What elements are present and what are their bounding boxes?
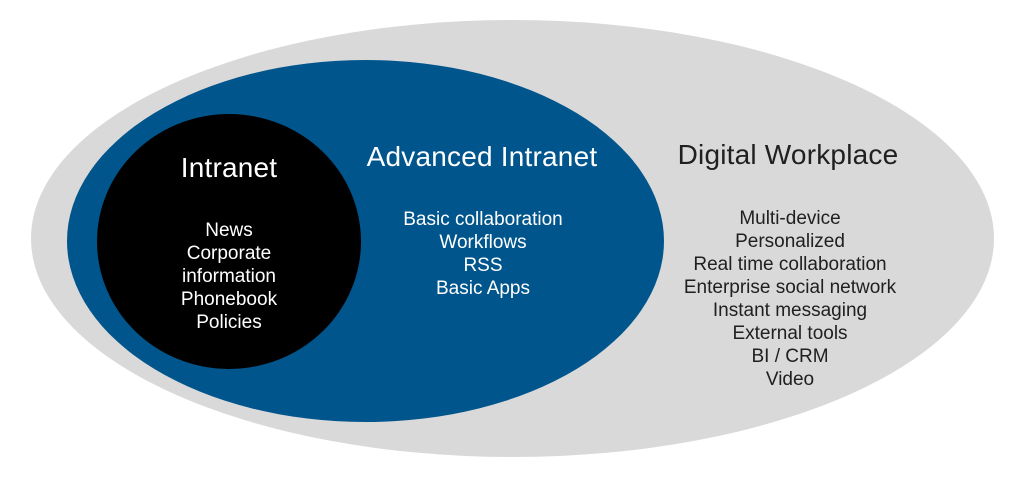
intranet-item: Policies [196,312,262,333]
digital-workplace-item: Personalized [735,231,845,252]
digital-workplace-item: Enterprise social network [683,277,897,298]
advanced-intranet-item: Basic Apps [436,278,530,299]
intranet-item: News [205,220,253,241]
intranet-items: News Corporate information Phonebook Pol… [164,219,294,334]
digital-workplace-item: Multi-device [739,208,841,229]
digital-workplace-item: Instant messaging [712,300,868,321]
intranet-title: Intranet [180,152,278,183]
advanced-intranet-item: RSS [463,255,503,276]
digital-workplace-item: Real time collaboration [693,254,887,275]
advanced-intranet-item: Workflows [439,232,527,253]
digital-workplace-title: Digital Workplace [677,139,899,170]
advanced-intranet-item: Basic collaboration [403,209,563,230]
digital-workplace-item: Video [765,369,815,390]
intranet-item: Phonebook [180,289,278,310]
intranet-item: Corporate information [182,243,276,287]
digital-workplace-items: Multi-device Personalized Real time coll… [670,207,910,391]
advanced-intranet-items: Basic collaboration Workflows RSS Basic … [358,208,608,300]
digital-workplace-item: BI / CRM [751,346,829,367]
intranet-circle [97,114,361,369]
digital-workplace-item: External tools [732,323,848,344]
advanced-intranet-title: Advanced Intranet [366,141,598,172]
